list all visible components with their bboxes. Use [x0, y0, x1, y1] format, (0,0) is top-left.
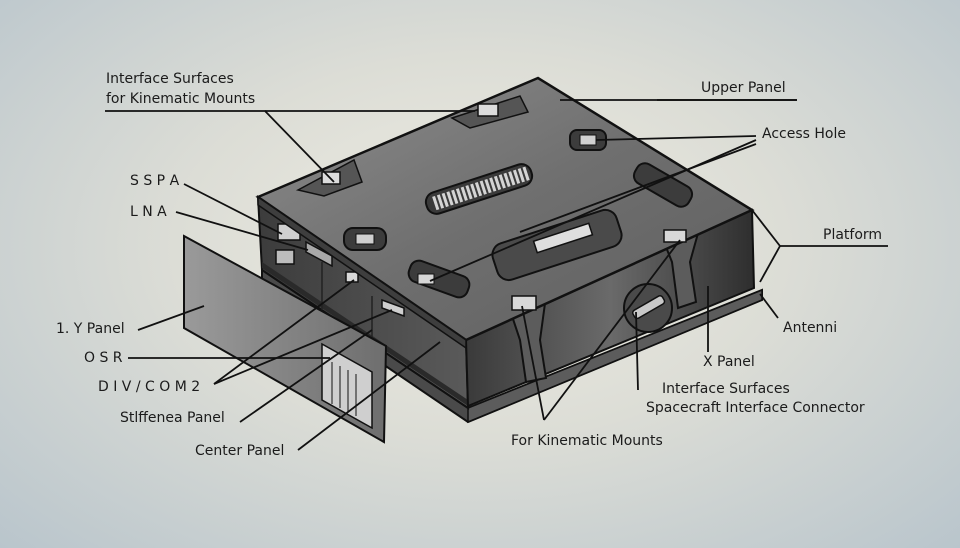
radiator-fin	[451, 189, 459, 205]
radiator-fin	[432, 195, 440, 211]
label-center-panel: Center Panel	[195, 443, 285, 459]
radiator-fin	[479, 180, 487, 195]
radiator-fin	[455, 188, 464, 203]
label-sspa: S S P A	[130, 173, 180, 189]
radiator-fin	[484, 178, 492, 194]
label-interface-surfaces-line2: for Kinematic Mounts	[106, 91, 256, 107]
label-div-com2: D I V / C O M 2	[98, 379, 201, 395]
label-stiffener-panel: Stlffenea Panel	[120, 410, 225, 426]
radiator-fin	[489, 177, 497, 192]
y-panel-detached	[183, 234, 388, 444]
label-spacecraft-connector: Spacecraft Interface Connector	[646, 400, 865, 416]
radiator-fin	[498, 174, 506, 189]
label-for-kinematic-mounts: For Kinematic Mounts	[511, 433, 663, 449]
radiator-fin	[474, 182, 483, 197]
label-upper-panel: Upper Panel	[701, 80, 786, 96]
radiator-fin	[517, 168, 525, 183]
label-access-hole: Access Hole	[762, 126, 846, 142]
radiator-fin	[460, 186, 468, 201]
radiator-fin	[503, 172, 511, 188]
radiator-fin	[436, 194, 445, 209]
label-y-panel: 1. Y Panel	[56, 321, 125, 337]
label-interface-surfaces-line1: Interface Surfaces	[106, 71, 234, 87]
radiator-fins	[432, 166, 530, 211]
leader-lines	[105, 99, 888, 451]
radiator-fin	[493, 175, 502, 191]
radiator-fin	[512, 169, 521, 184]
radiator-fin	[446, 191, 454, 206]
label-x-panel: X Panel	[703, 354, 755, 370]
radiator-fin	[441, 192, 449, 208]
label-osr: O S R	[84, 350, 123, 366]
radiator-fin	[470, 183, 478, 198]
radiator-fin	[465, 185, 473, 200]
label-lna: L N A	[130, 204, 167, 220]
radiator-fin	[522, 166, 530, 181]
upper-panel	[255, 76, 755, 350]
label-antenni: Antenni	[783, 320, 838, 336]
radiator-fin	[508, 171, 516, 186]
label-platform: Platform	[823, 227, 883, 243]
label-interface-surfaces-bottom: Interface Surfaces	[662, 381, 790, 397]
